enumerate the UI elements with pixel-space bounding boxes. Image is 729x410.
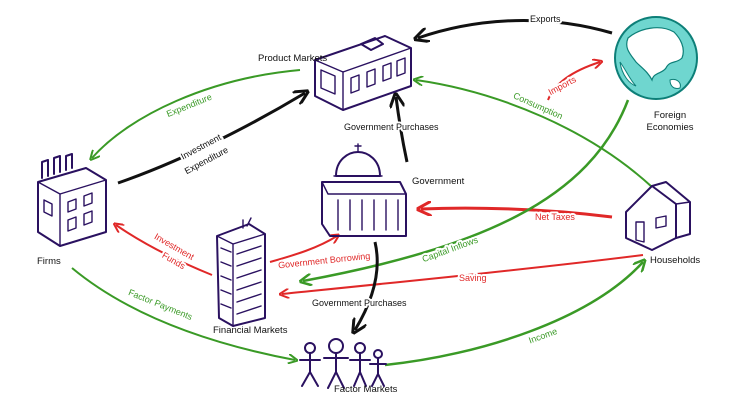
imports-arrow <box>547 62 600 101</box>
exports-label: Exports <box>530 14 561 24</box>
foreign-economies-label-line2: Economies <box>647 122 694 133</box>
income-arrow <box>384 262 643 367</box>
imports-label: Imports <box>547 74 579 97</box>
factor-payments-label: Factor Payments <box>127 287 194 322</box>
government-purchases-bottom-label: Government Purchases <box>312 298 407 308</box>
saving-label: Saving <box>459 273 487 283</box>
capitol-icon <box>321 143 407 237</box>
globe-icon <box>614 16 698 100</box>
skyscraper-icon <box>216 217 266 327</box>
investment-expenditure-arrow <box>117 93 305 185</box>
firms-label: Firms <box>37 256 61 267</box>
households-label: Households <box>650 255 700 266</box>
expenditure-arrow <box>92 69 301 158</box>
product-markets-label: Product Markets <box>258 53 327 64</box>
government-purchases-top-arrow <box>396 97 409 163</box>
consumption-arrow <box>416 80 653 188</box>
financial-markets-label: Financial Markets <box>213 325 288 336</box>
government-purchases-bottom-arrow <box>355 241 379 330</box>
capital-inflows-arrow <box>303 99 630 281</box>
factor-payments-arrow <box>71 267 295 360</box>
investment-funds-arrow <box>116 225 213 276</box>
node-labels: Product Markets Foreign Economies Govern… <box>37 53 700 395</box>
factory-icon <box>37 153 107 247</box>
factor-markets-label: Factor Markets <box>334 384 398 395</box>
foreign-economies-label-line1: Foreign <box>654 110 686 121</box>
government-label: Government <box>412 176 465 187</box>
flow-arrows <box>71 19 653 367</box>
people-icon <box>299 338 387 389</box>
flow-labels: Exports Imports Expenditure Investment E… <box>125 12 580 348</box>
government-purchases-top-label: Government Purchases <box>344 122 439 132</box>
house-icon <box>625 181 691 251</box>
building-icon <box>314 35 412 111</box>
net-taxes-label: Net Taxes <box>535 212 575 222</box>
net-taxes-arrow <box>421 208 613 219</box>
income-label: Income <box>527 326 558 345</box>
capital-inflows-label: Capital Inflows <box>421 234 480 264</box>
government-borrowing-arrow <box>269 236 337 263</box>
government-borrowing-label: Government Borrowing <box>278 251 371 271</box>
consumption-label: Consumption <box>512 90 565 121</box>
saving-arrow <box>282 254 644 294</box>
exports-arrow <box>418 19 613 38</box>
